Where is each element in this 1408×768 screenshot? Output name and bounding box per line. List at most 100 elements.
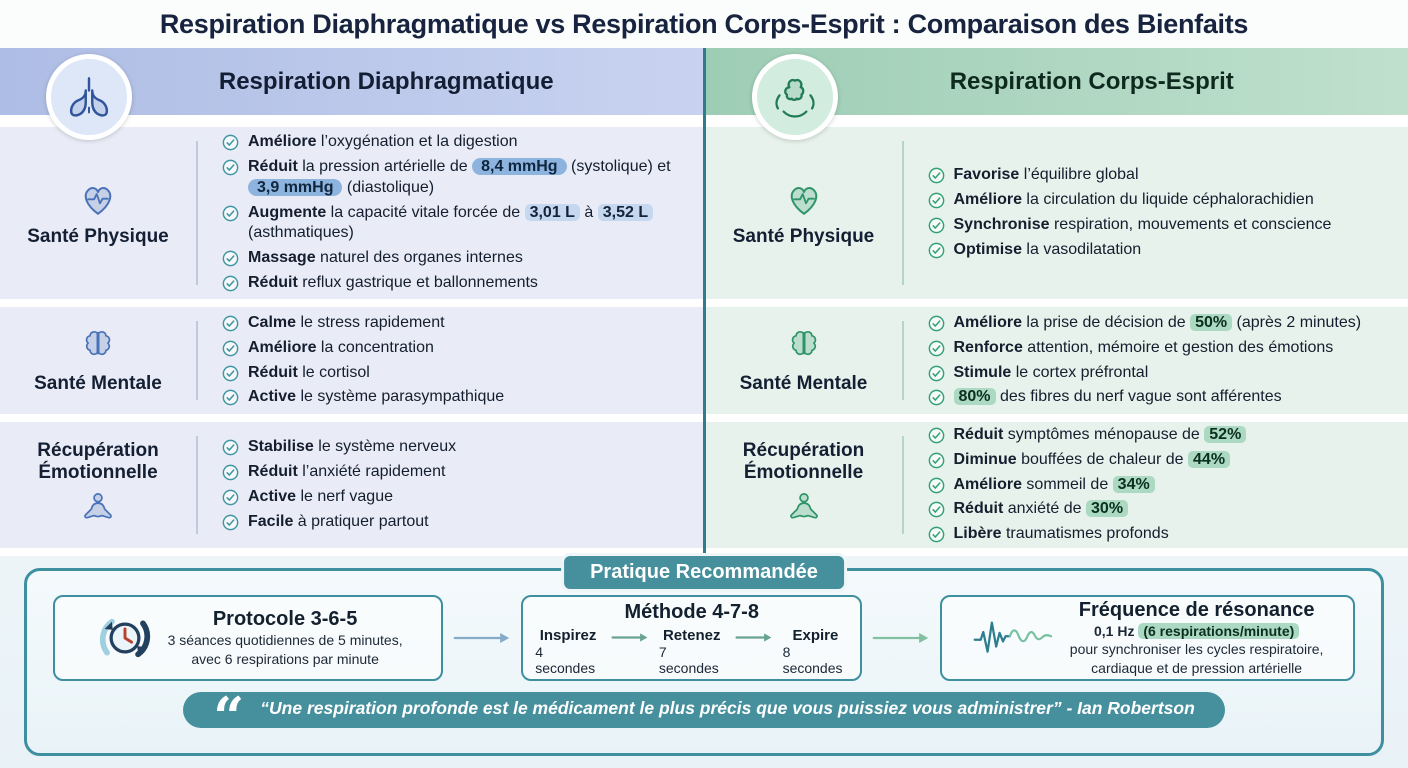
meditation-icon bbox=[783, 488, 825, 530]
quote-row: “ “Une respiration profonde est le médic… bbox=[27, 690, 1381, 744]
step-label: Expire bbox=[792, 626, 839, 644]
resonance-text: Fréquence de résonance 0,1 Hz (6 respira… bbox=[1070, 599, 1324, 677]
resonance-title: Fréquence de résonance bbox=[1078, 599, 1315, 622]
step-sub: 7 secondes bbox=[658, 643, 719, 676]
check-circle-icon bbox=[928, 167, 945, 184]
check-circle-icon bbox=[928, 389, 945, 406]
resonance-line: cardiaque et de pression artérielle bbox=[1091, 659, 1303, 676]
benefit-text: Calme le stress rapidement bbox=[248, 313, 445, 331]
benefit-item: Stabilise le système nerveux bbox=[222, 437, 691, 458]
protocol-title: Protocole 3-6-5 bbox=[212, 608, 358, 631]
benefit-text: Optimise la vasodilatation bbox=[953, 240, 1142, 258]
benefit-item: Stimule le cortex préfrontal bbox=[928, 363, 1397, 384]
lungs-icon bbox=[63, 71, 115, 123]
benefit-text: Réduit le cortisol bbox=[248, 363, 370, 381]
method-title: Méthode 4-7-8 bbox=[624, 600, 759, 623]
benefit-list: Améliore la prise de décision de 50% (ap… bbox=[901, 313, 1408, 406]
check-circle-icon bbox=[928, 340, 945, 357]
benefit-item: Réduit reflux gastrique et ballonnements bbox=[222, 273, 691, 294]
column-title: Respiration Diaphragmatique bbox=[218, 67, 554, 95]
benefit-item: Réduit le cortisol bbox=[222, 363, 691, 384]
benefit-item: Améliore sommeil de 34% bbox=[928, 475, 1397, 496]
check-circle-icon bbox=[928, 526, 945, 543]
brain-icon bbox=[77, 326, 119, 368]
step-inspirez: Inspirez 4 secondes bbox=[535, 627, 601, 676]
benefit-item: Libère traumatismes profonds bbox=[928, 524, 1397, 545]
protocol-line: avec 6 respirations par minute bbox=[191, 650, 379, 667]
heart-pulse-icon bbox=[783, 179, 825, 221]
benefit-text: Synchronise respiration, mouvements et c… bbox=[953, 216, 1332, 233]
check-circle-icon bbox=[928, 217, 945, 234]
brain-icon bbox=[783, 326, 825, 368]
category-cell: Récupération Émotionnelle bbox=[0, 422, 196, 548]
benefit-item: Active le système parasympathique bbox=[222, 387, 691, 408]
benefit-text: Massage naturel des organes internes bbox=[248, 249, 523, 267]
benefit-text: Stabilise le système nerveux bbox=[248, 438, 457, 456]
column-icon-circle bbox=[46, 54, 132, 140]
clock-cycle-icon bbox=[94, 607, 156, 669]
category-label: Santé Physique bbox=[27, 225, 169, 247]
benefit-item: Améliore l’oxygénation et la digestion bbox=[222, 132, 691, 153]
benefit-item: Réduit anxiété de 30% bbox=[928, 499, 1397, 520]
check-circle-icon bbox=[928, 365, 945, 382]
column-header-left: Respiration Diaphragmatique bbox=[0, 48, 703, 140]
arrow-right-icon bbox=[735, 632, 773, 643]
column-body: Santé Physique Améliore l’oxygénation et … bbox=[0, 115, 703, 556]
benefit-item: Calme le stress rapidement bbox=[222, 313, 691, 334]
check-circle-icon bbox=[928, 477, 945, 494]
benefit-item: Réduit l’anxiété rapidement bbox=[222, 462, 691, 483]
category-cell: Santé Physique bbox=[0, 127, 196, 299]
step-sub: 8 secondes bbox=[782, 643, 843, 676]
benefit-text: Augmente la capacité vitale forcée de 3,… bbox=[248, 203, 691, 245]
heart-pulse-icon bbox=[77, 179, 119, 221]
resonance-line: pour synchroniser les cycles respiratoir… bbox=[1069, 641, 1324, 658]
benefit-text: Améliore la prise de décision de 50% (ap… bbox=[953, 313, 1362, 331]
benefit-item: Optimise la vasodilatation bbox=[928, 240, 1397, 261]
flow-arrow-icon bbox=[872, 631, 930, 645]
resonance-box: Fréquence de résonance 0,1 Hz (6 respira… bbox=[940, 595, 1355, 681]
protocol-line: 3 séances quotidiennes de 5 minutes, bbox=[167, 632, 403, 649]
step-label: Inspirez bbox=[539, 626, 597, 644]
benefit-text: Réduit reflux gastrique et ballonnements bbox=[248, 274, 538, 291]
benefit-text: Stimule le cortex préfrontal bbox=[953, 363, 1149, 381]
check-circle-icon bbox=[928, 192, 945, 209]
check-circle-icon bbox=[928, 501, 945, 518]
check-circle-icon bbox=[928, 242, 945, 259]
check-circle-icon bbox=[222, 250, 239, 267]
frequency-value: 0,1 Hz bbox=[1093, 623, 1135, 640]
section-recuperation-emotionnelle: Récupération Émotionnelle Réduit symptôme… bbox=[705, 422, 1408, 548]
benefit-item: Réduit la pression artérielle de 8,4 mmH… bbox=[222, 157, 691, 199]
category-cell: Santé Mentale bbox=[0, 307, 196, 414]
benefit-item: Réduit symptômes ménopause de 52% bbox=[928, 425, 1397, 446]
benefit-list: Réduit symptômes ménopause de 52% Diminue… bbox=[901, 426, 1408, 543]
step-label: Retenez bbox=[662, 626, 721, 644]
benefit-text: 80% des fibres du nerf vague sont affére… bbox=[953, 387, 1282, 408]
benefit-item: Diminue bouffées de chaleur de 44% bbox=[928, 450, 1397, 471]
category-cell: Santé Physique bbox=[706, 127, 902, 299]
benefit-item: Facile à pratiquer partout bbox=[222, 512, 691, 533]
benefit-item: Améliore la prise de décision de 50% (ap… bbox=[928, 313, 1397, 334]
check-circle-icon bbox=[222, 389, 239, 406]
protocol-box: Protocole 3-6-5 3 séances quotidiennes d… bbox=[53, 595, 444, 681]
quote-text: “Une respiration profonde est le médicam… bbox=[260, 698, 1195, 718]
check-circle-icon bbox=[928, 452, 945, 469]
flow-arrow-icon bbox=[453, 631, 511, 645]
benefit-text: Active le nerf vague bbox=[248, 488, 393, 505]
check-circle-icon bbox=[222, 340, 239, 357]
category-label: Santé Mentale bbox=[739, 373, 868, 395]
section-recuperation-emotionnelle: Récupération Émotionnelle Stabilise le sy… bbox=[0, 422, 703, 548]
section-sante-physique: Santé Physique Améliore l’oxygénation et … bbox=[0, 127, 703, 299]
resonance-freq-line: 0,1 Hz (6 respirations/minute) bbox=[1093, 622, 1300, 640]
category-label: Récupération Émotionnelle bbox=[742, 439, 865, 483]
quote-bar: “ “Une respiration profonde est le médic… bbox=[183, 690, 1225, 744]
check-circle-icon bbox=[928, 427, 945, 444]
check-circle-icon bbox=[222, 275, 239, 292]
column-diaphragmatique: Respiration Diaphragmatique Santé Physiq… bbox=[0, 48, 703, 556]
check-circle-icon bbox=[222, 365, 239, 382]
benefit-item: Active le nerf vague bbox=[222, 487, 691, 508]
page-title: Respiration Diaphragmatique vs Respirati… bbox=[0, 0, 1408, 48]
